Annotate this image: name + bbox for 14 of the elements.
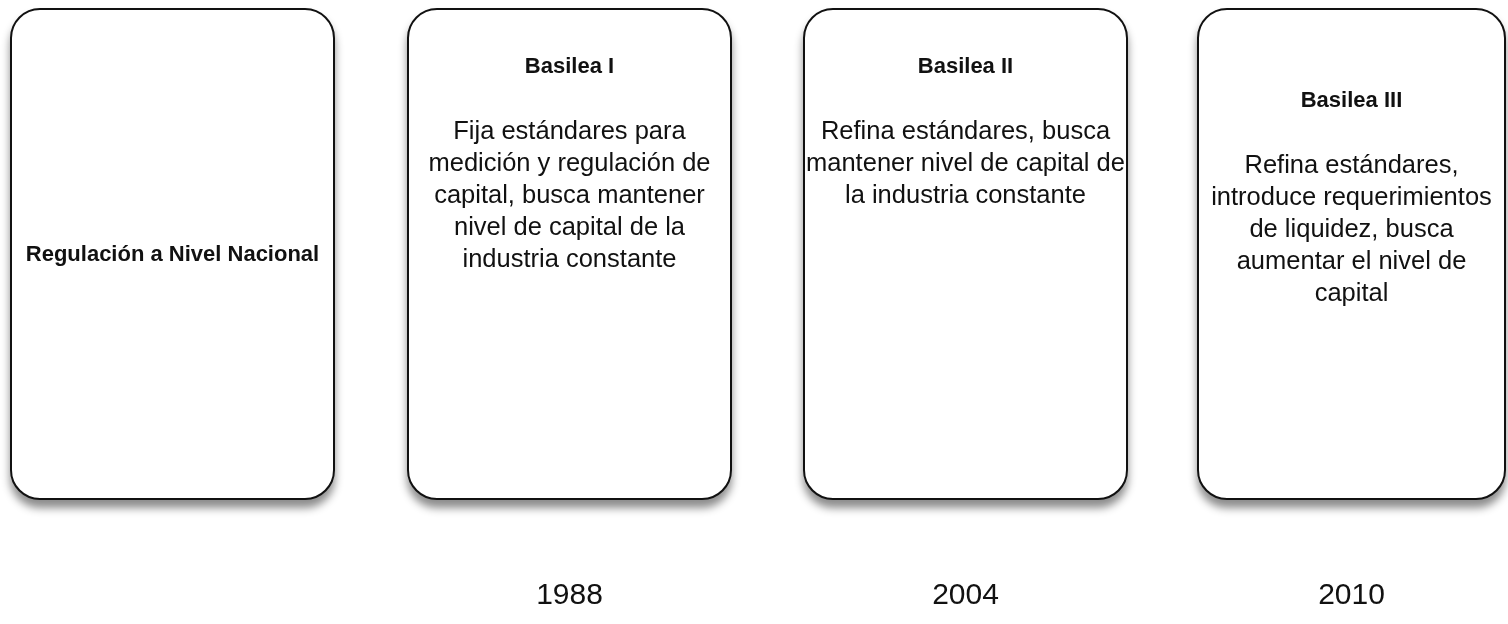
text-card xyxy=(407,8,732,500)
year-label: 1988 xyxy=(535,576,604,612)
year-label: 2004 xyxy=(931,576,1000,612)
card-description: Refina estándares, introduce requerimientos de liquidez, busca aumentar el nivel de capital xyxy=(1210,149,1493,308)
year-label: 2010 xyxy=(1317,576,1386,612)
card-heading: Regulación a Nivel Nacional xyxy=(25,240,320,268)
card-heading: Basilea I xyxy=(524,52,615,80)
card-description: Fija estándares para medición y regulación de capital, busca mantener nivel de capital de la industria constante xyxy=(427,115,712,274)
card-description: Refina estándares, busca mantener nivel de capital de la industria constante xyxy=(805,115,1126,210)
text-card xyxy=(803,8,1128,500)
text-card xyxy=(1197,8,1506,500)
card-heading: Basilea III xyxy=(1300,86,1403,114)
text-card xyxy=(10,8,335,500)
card-heading: Basilea II xyxy=(917,52,1014,80)
